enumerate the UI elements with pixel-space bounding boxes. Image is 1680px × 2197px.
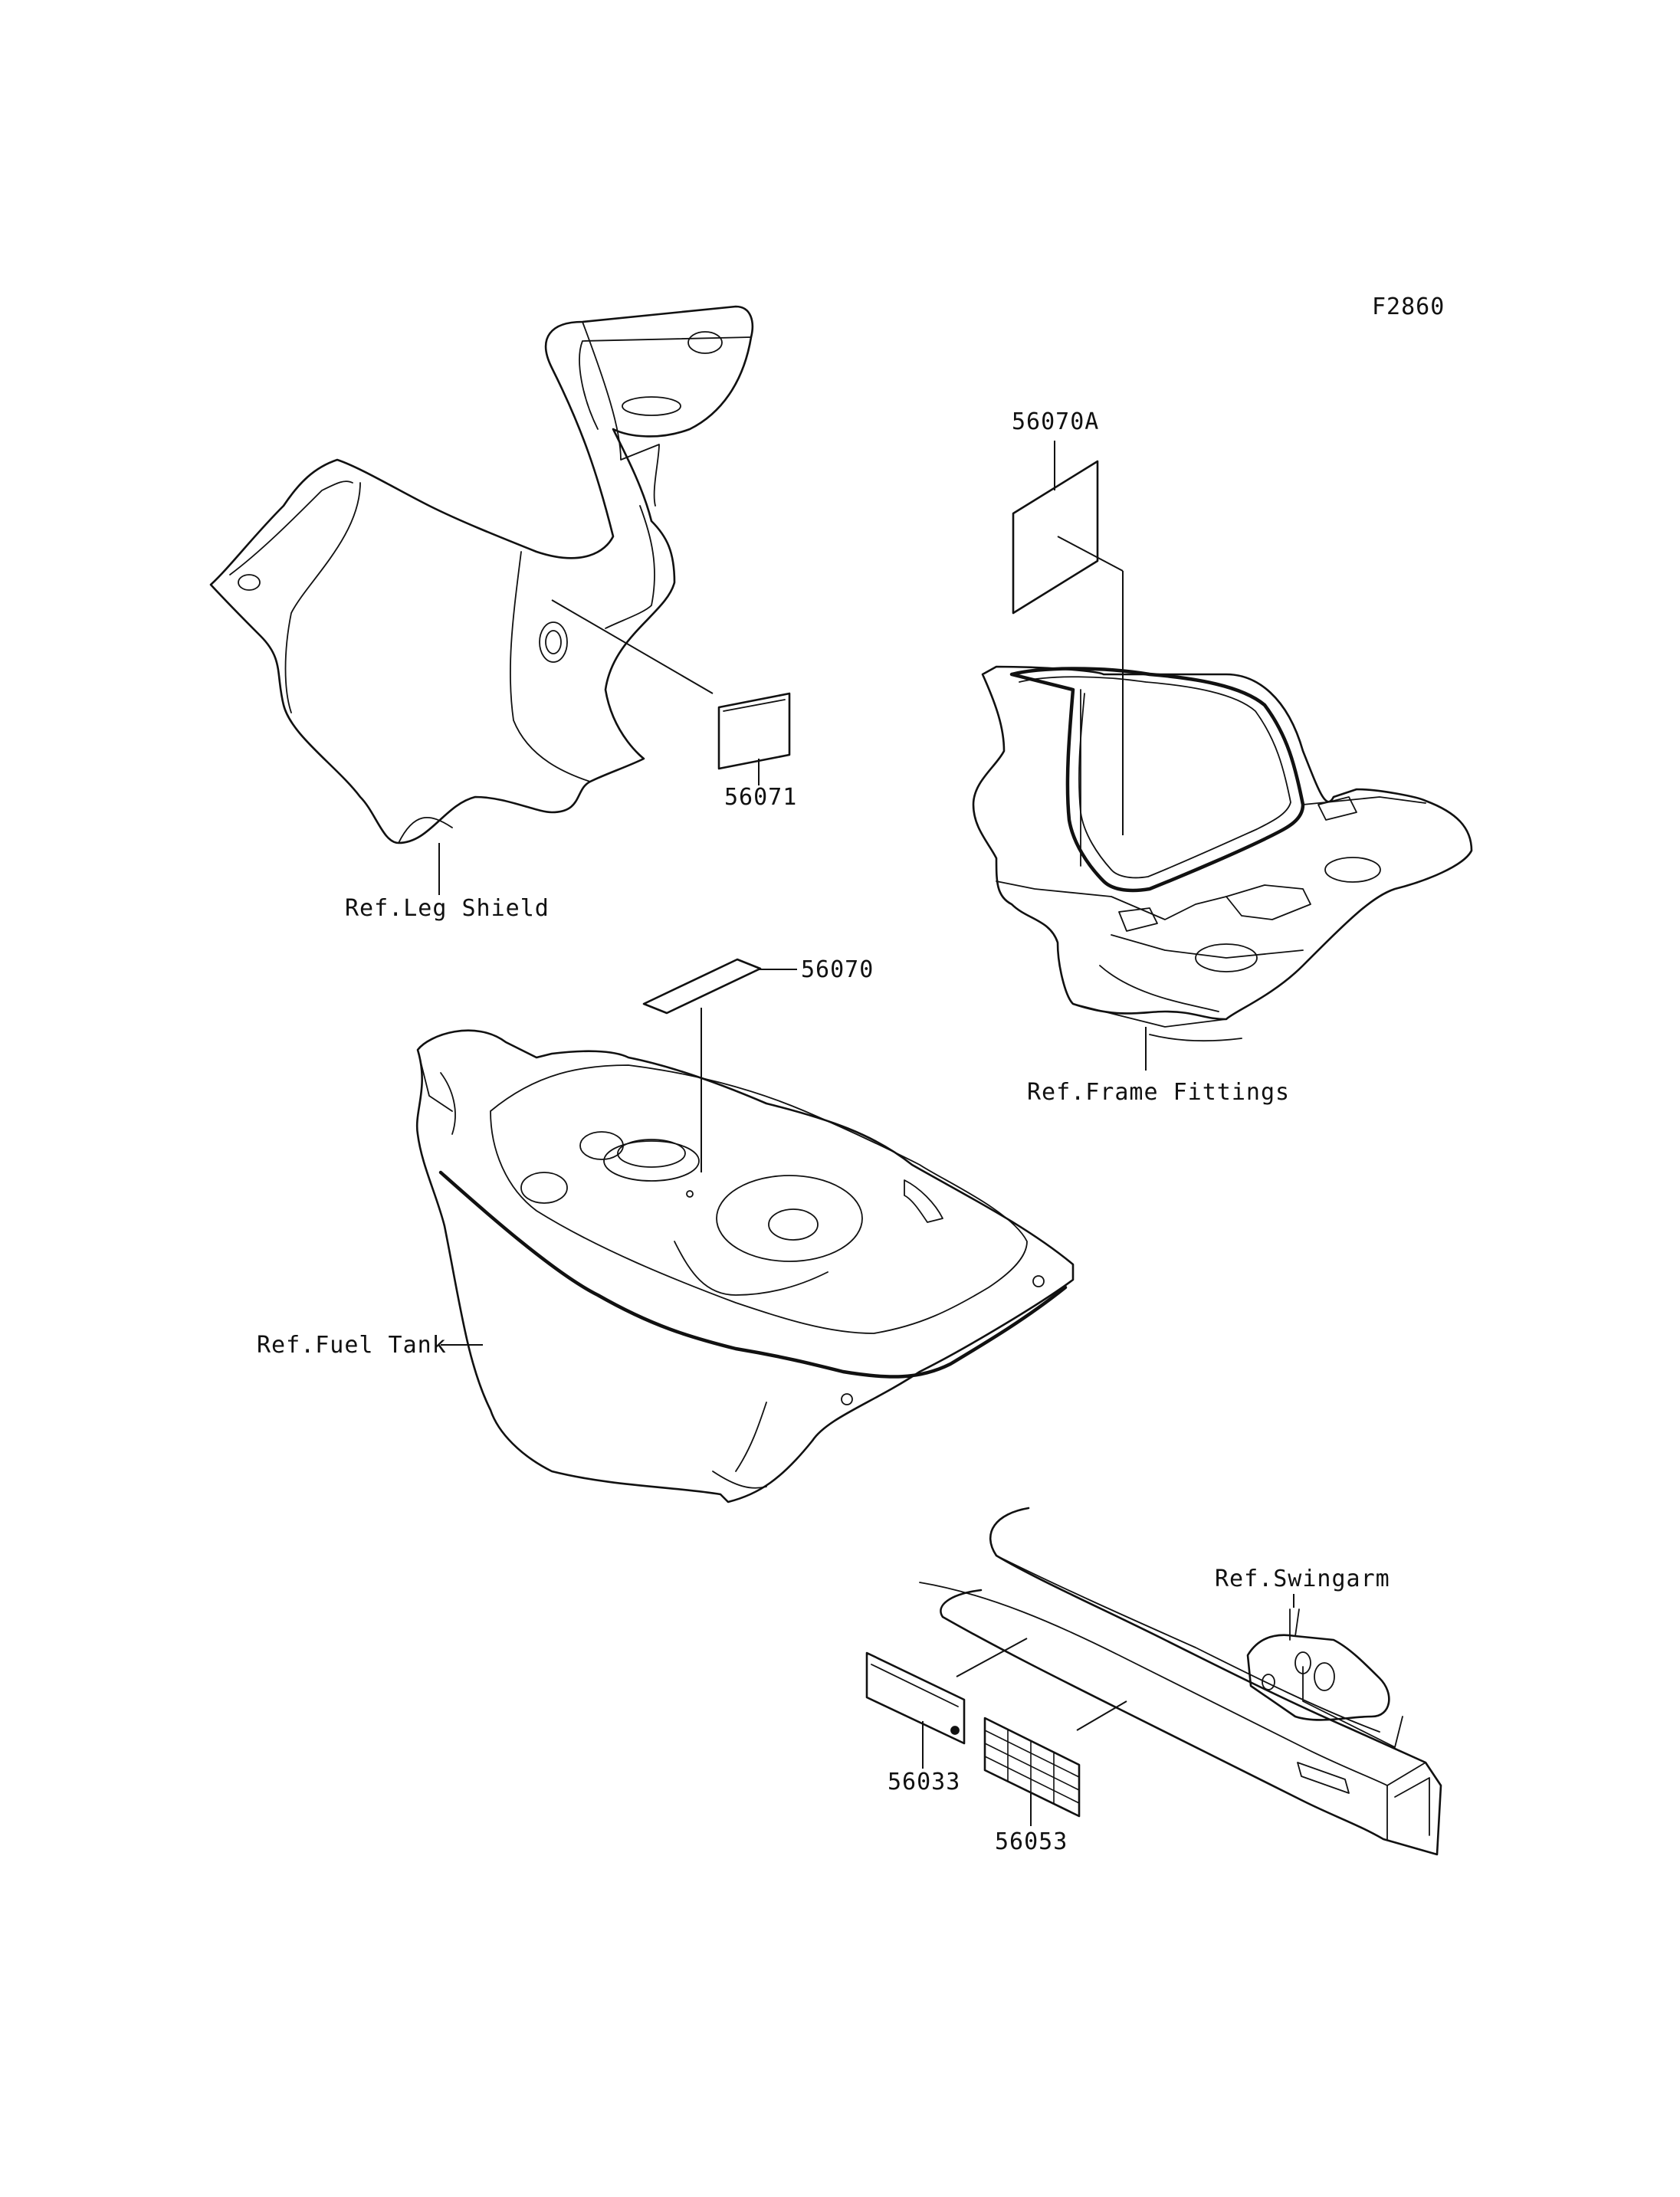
label-56070a-sticker bbox=[1012, 441, 1124, 835]
swingarm-part bbox=[919, 1507, 1442, 1856]
callout-56071: 56071 bbox=[724, 784, 797, 811]
label-56070-sticker bbox=[642, 958, 797, 1172]
fuel-tank-part bbox=[415, 1029, 1075, 1503]
figure-id: F2860 bbox=[1372, 293, 1445, 320]
ref-leg-shield: Ref.Leg Shield bbox=[345, 895, 550, 922]
callout-56033: 56033 bbox=[888, 1769, 960, 1795]
frame-fittings-part bbox=[972, 665, 1473, 1042]
callout-56070a: 56070A bbox=[1012, 408, 1099, 435]
label-56071-sticker bbox=[551, 599, 791, 770]
ref-swingarm: Ref.Swingarm bbox=[1215, 1566, 1390, 1592]
leg-shield-part bbox=[209, 305, 754, 844]
callout-56070: 56070 bbox=[801, 956, 874, 983]
label-56053-sticker bbox=[983, 1700, 1127, 1826]
label-56033-sticker bbox=[865, 1638, 1028, 1769]
callout-56053: 56053 bbox=[995, 1828, 1068, 1855]
ref-fuel-tank: Ref.Fuel Tank bbox=[257, 1332, 447, 1359]
ref-frame-fittings: Ref.Frame Fittings bbox=[1027, 1079, 1290, 1106]
